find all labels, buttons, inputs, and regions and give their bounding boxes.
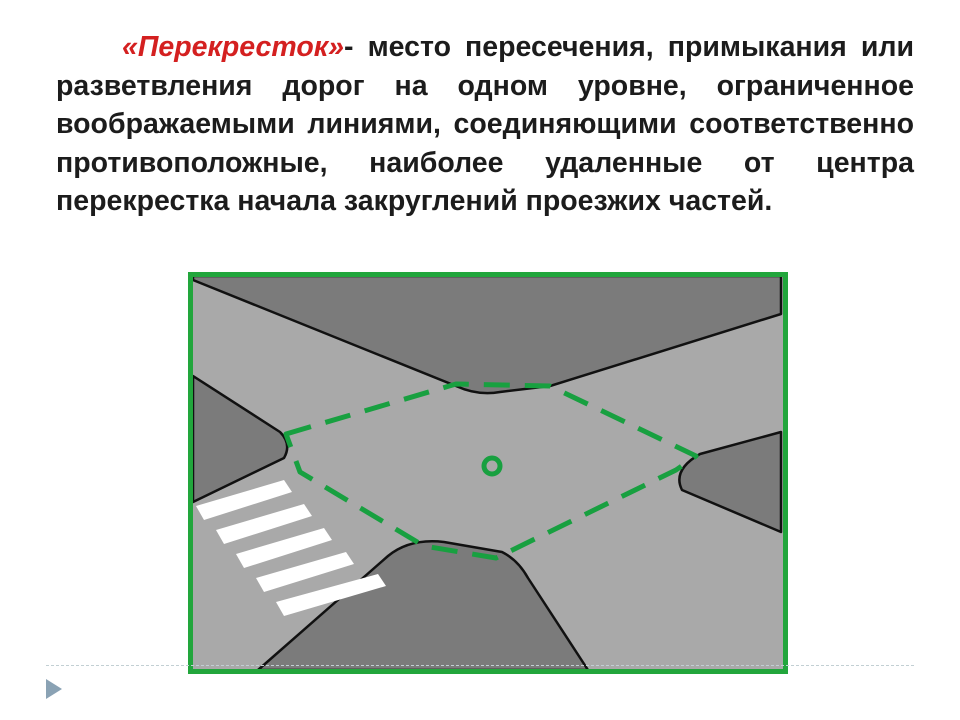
footer-divider [46, 665, 914, 666]
intersection-illustration [188, 272, 788, 674]
intersection-center-marker [481, 455, 503, 477]
term-dash: - [344, 31, 354, 63]
sidewalk-right [678, 430, 783, 534]
definition-paragraph: «Перекресток»- место пересечения, примык… [56, 28, 914, 221]
sidewalk-top [191, 274, 783, 395]
crosswalk [196, 480, 386, 616]
sidewalk-left [191, 374, 289, 504]
illustration-frame [188, 272, 788, 674]
definition-text: место пересечения, примыкания или развет… [56, 31, 914, 217]
intersection-boundary [283, 381, 699, 561]
sidewalk-bottom [256, 540, 590, 672]
triangle-right-icon[interactable] [44, 677, 64, 701]
term-intersection: «Перекресток» [122, 31, 345, 63]
